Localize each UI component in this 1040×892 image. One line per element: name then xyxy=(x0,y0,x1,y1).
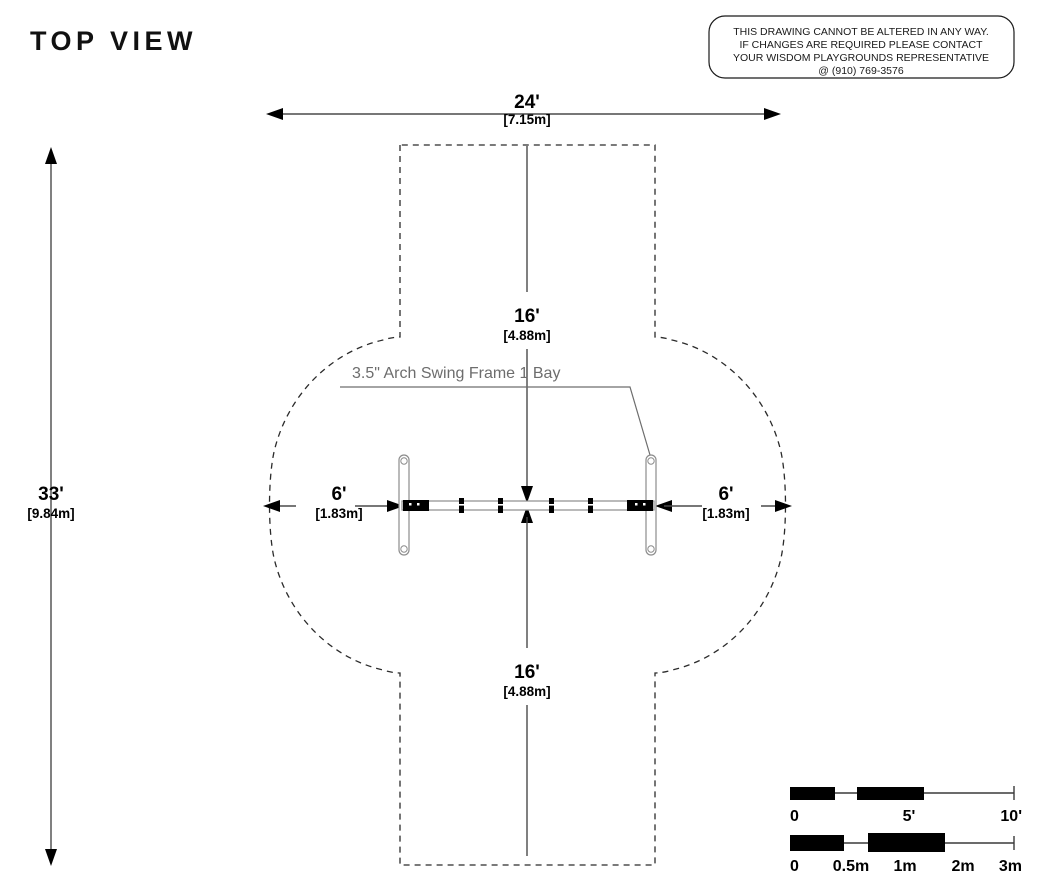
scale-meters-tick-2: 2m xyxy=(951,858,974,875)
beam-connector-left-bolt-1 xyxy=(409,503,412,506)
scale-feet-tick-10: 10' xyxy=(1000,808,1022,825)
beam-connector-right-bolt-2 xyxy=(643,503,646,506)
dimension-left-clear-meters: [1.83m] xyxy=(315,506,362,521)
swing-hanger-4-gap xyxy=(588,504,593,506)
dimension-right-clear-feet: 6' xyxy=(718,484,733,505)
dimension-upper-meters: [4.88m] xyxy=(503,328,550,343)
swing-hanger xyxy=(549,498,554,513)
scale-meters-segment-2 xyxy=(868,833,945,852)
dimension-right-clear-meters: [1.83m] xyxy=(702,506,749,521)
scale-feet-tick-5: 5' xyxy=(903,808,916,825)
dimension-lower-clearance: 16' [4.88m] xyxy=(503,506,551,856)
right-post-top-cap xyxy=(647,457,655,465)
beam-connector-left xyxy=(403,500,429,511)
scale-meters-segment-1 xyxy=(790,835,844,851)
callout-leader-line xyxy=(340,386,651,456)
scale-meters-tick-0: 0 xyxy=(790,858,799,875)
dimension-upper-feet: 16' xyxy=(514,306,540,327)
beam-connector-right xyxy=(627,500,653,511)
dimension-top-width: 24' [7.15m] xyxy=(266,92,781,127)
beam-connector-left-bolt-2 xyxy=(417,503,420,506)
swing-frame-structure xyxy=(398,454,657,556)
page-title: TOP VIEW xyxy=(30,26,197,56)
notice-line-2: IF CHANGES ARE REQUIRED PLEASE CONTACT xyxy=(739,39,983,51)
dimension-left-height: 33' [9.84m] xyxy=(27,147,75,866)
dimension-left-clearance: 6' [1.83m] xyxy=(263,484,404,521)
drawing-notice: THIS DRAWING CANNOT BE ALTERED IN ANY WA… xyxy=(708,15,1015,79)
right-post-bottom-cap xyxy=(647,545,655,553)
use-zone-boundary xyxy=(268,144,787,866)
dimension-left-feet: 33' xyxy=(38,484,64,505)
dimension-upper-clearance: 16' [4.88m] xyxy=(503,146,551,503)
dimension-left-meters: [9.84m] xyxy=(27,506,74,521)
dimension-top-feet: 24' xyxy=(514,92,540,113)
arrow-left-icon xyxy=(266,108,283,120)
swing-hanger-1-gap xyxy=(459,504,464,506)
swing-beam xyxy=(401,500,655,511)
scale-meters-tick-1: 1m xyxy=(893,858,916,875)
notice-line-4: @ (910) 769-3576 xyxy=(818,65,904,77)
equipment-callout: 3.5" Arch Swing Frame 1 Bay xyxy=(340,365,651,456)
notice-line-1: THIS DRAWING CANNOT BE ALTERED IN ANY WA… xyxy=(733,26,989,38)
scale-feet-tick-0: 0 xyxy=(790,808,799,825)
arrow-right-icon xyxy=(764,108,781,120)
notice-box-border xyxy=(708,15,1015,79)
arrow-down-icon xyxy=(45,849,57,866)
swing-hanger xyxy=(459,498,464,513)
arrow-up-icon xyxy=(45,147,57,164)
arrow-left-icon xyxy=(263,500,280,512)
arrow-up-icon xyxy=(521,506,533,523)
arrow-down-icon xyxy=(521,486,533,503)
scale-bar-feet: 0 5' 10' xyxy=(790,786,1022,825)
dimension-lower-meters: [4.88m] xyxy=(503,684,550,699)
dimension-lower-feet: 16' xyxy=(514,662,540,683)
dimension-top-meters: [7.15m] xyxy=(503,112,550,127)
scale-feet-segment-3 xyxy=(879,787,924,800)
dimension-left-clear-feet: 6' xyxy=(331,484,346,505)
scale-meters-tick-0-5: 0.5m xyxy=(833,858,869,875)
notice-line-3: YOUR WISDOM PLAYGROUNDS REPRESENTATIVE xyxy=(733,52,989,64)
scale-meters-tick-3: 3m xyxy=(999,858,1022,875)
swing-hanger-3-gap xyxy=(549,504,554,506)
beam-connector-right-bolt-1 xyxy=(635,503,638,506)
swing-hanger xyxy=(588,498,593,513)
arrow-left-icon xyxy=(655,500,672,512)
left-post-top-cap xyxy=(400,457,408,465)
arrow-right-icon xyxy=(775,500,792,512)
dimension-right-clearance: 6' [1.83m] xyxy=(655,484,792,521)
callout-label: 3.5" Arch Swing Frame 1 Bay xyxy=(352,365,560,382)
swing-hanger-2-gap xyxy=(498,504,503,506)
scale-feet-segment-1 xyxy=(790,787,835,800)
scale-bar-meters: 0 0.5m 1m 2m 3m xyxy=(790,833,1022,875)
swing-hanger xyxy=(498,498,503,513)
left-post-bottom-cap xyxy=(400,545,408,553)
arrow-right-icon xyxy=(387,500,404,512)
